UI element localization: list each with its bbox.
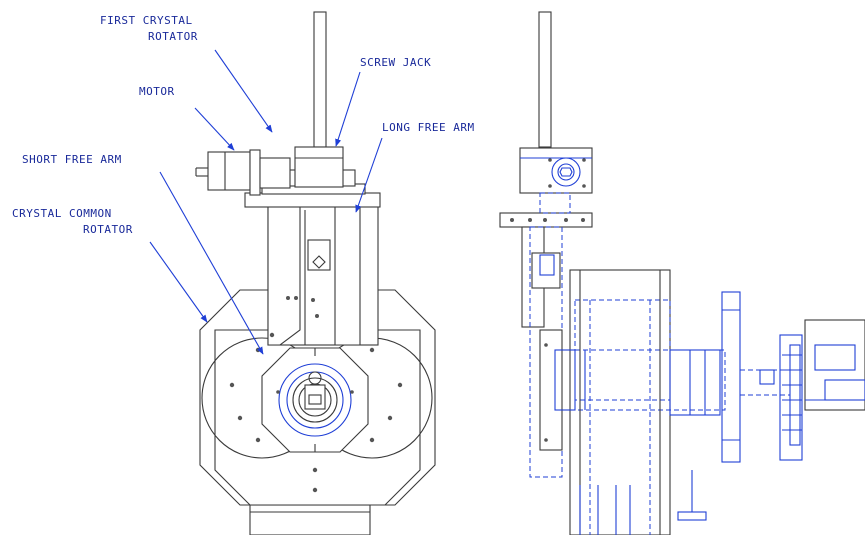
label-first-crystal-rotator-line2: ROTATOR bbox=[148, 30, 198, 43]
motor bbox=[207, 151, 251, 191]
label-long-free-arm: LONG FREE ARM bbox=[382, 121, 475, 134]
side-view bbox=[499, 11, 865, 535]
screw-jack-box bbox=[294, 146, 344, 188]
long-free-arm bbox=[334, 204, 361, 346]
screw-jack-rod bbox=[313, 11, 327, 148]
leader-lines bbox=[149, 49, 383, 355]
side-gearbox bbox=[519, 147, 593, 194]
side-screw-jack-rod bbox=[538, 11, 552, 148]
side-crystal-stage bbox=[779, 334, 803, 461]
label-screw-jack: SCREW JACK bbox=[360, 56, 431, 69]
front-view bbox=[195, 11, 436, 535]
callout-labels: FIRST CRYSTAL ROTATOR SCREW JACK MOTOR L… bbox=[12, 14, 475, 236]
label-first-crystal-rotator-line1: FIRST CRYSTAL bbox=[100, 14, 193, 27]
side-rotator-body bbox=[569, 269, 671, 535]
side-shaft-housing bbox=[669, 349, 721, 416]
label-crystal-common-rotator-line2: ROTATOR bbox=[83, 223, 133, 236]
label-short-free-arm: SHORT FREE ARM bbox=[22, 153, 122, 166]
side-disc bbox=[721, 291, 741, 463]
short-free-arm bbox=[267, 204, 301, 346]
label-motor: MOTOR bbox=[139, 85, 175, 98]
label-crystal-common-rotator-line1: CRYSTAL COMMON bbox=[12, 207, 112, 220]
base-column bbox=[249, 504, 371, 535]
